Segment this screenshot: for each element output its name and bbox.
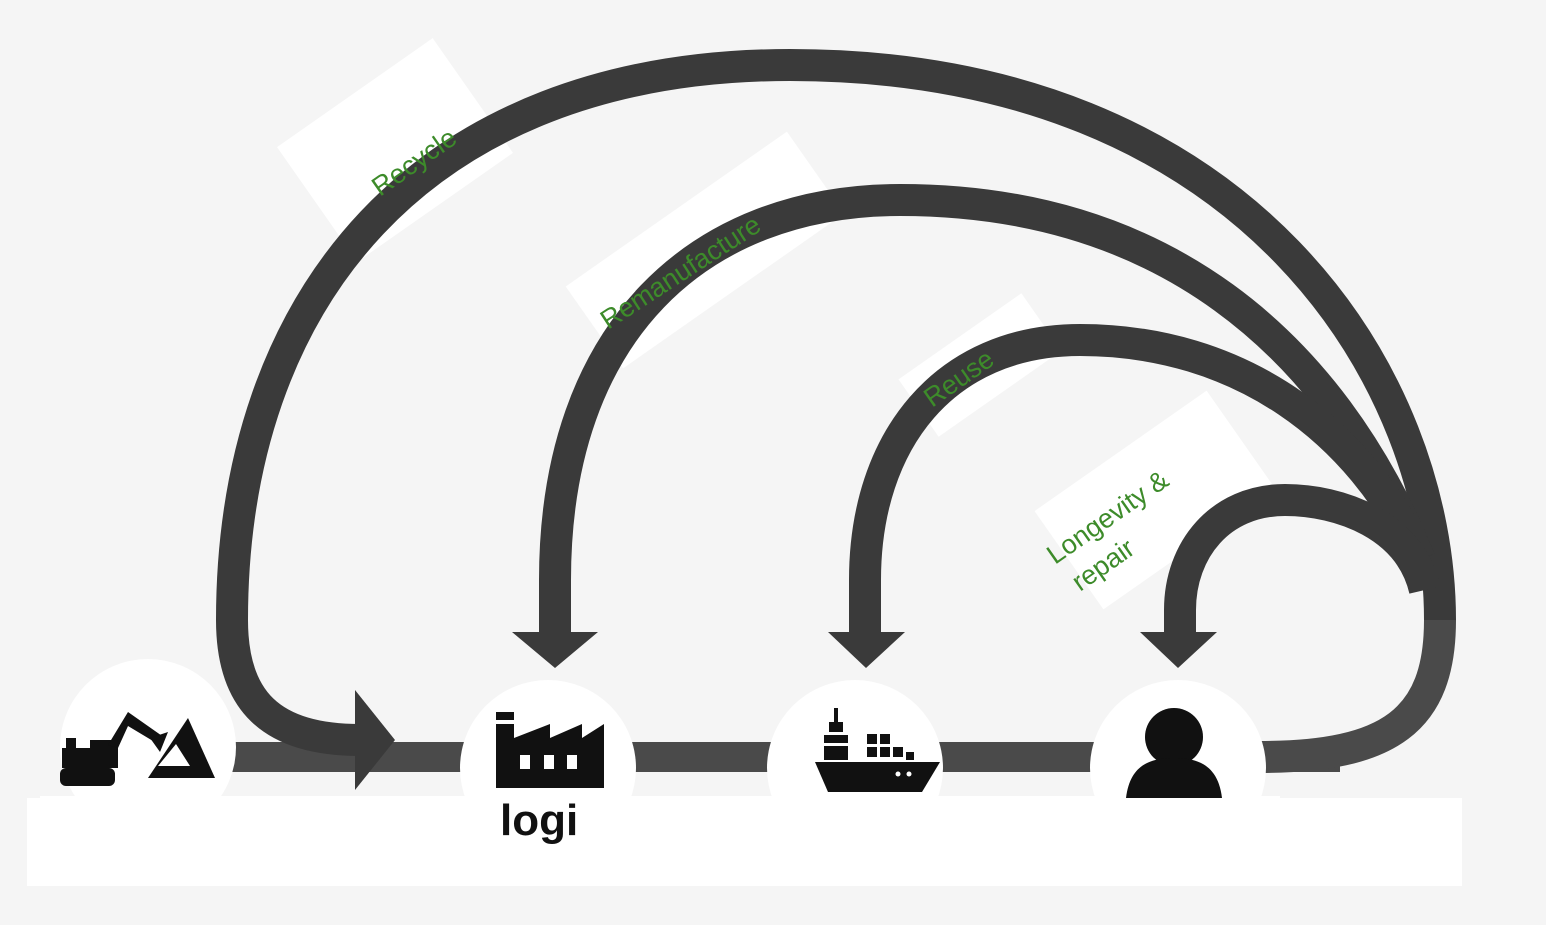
recycle-arrowhead [355, 690, 395, 790]
mining-excavator-icon [60, 712, 215, 786]
label-panel-longevity [1034, 390, 1276, 610]
return-curve [1259, 619, 1456, 773]
reuse-arrow [849, 323, 1435, 640]
user-icon [1126, 708, 1222, 798]
cargo-ship-icon [815, 708, 940, 792]
reuse-arrowhead [828, 632, 905, 668]
longevity-arrow [1164, 483, 1441, 640]
factory-icon [496, 712, 604, 788]
recycle-arrow [215, 48, 1456, 756]
remanufacture-arrowhead [512, 632, 598, 668]
label-panel-recycle [277, 38, 513, 262]
remanufacture-arrow [539, 183, 1435, 640]
mining-bubble [60, 659, 236, 835]
longevity-arrowhead [1140, 632, 1217, 668]
bubble-base [40, 796, 1280, 826]
factory-caption: logi [500, 796, 578, 845]
